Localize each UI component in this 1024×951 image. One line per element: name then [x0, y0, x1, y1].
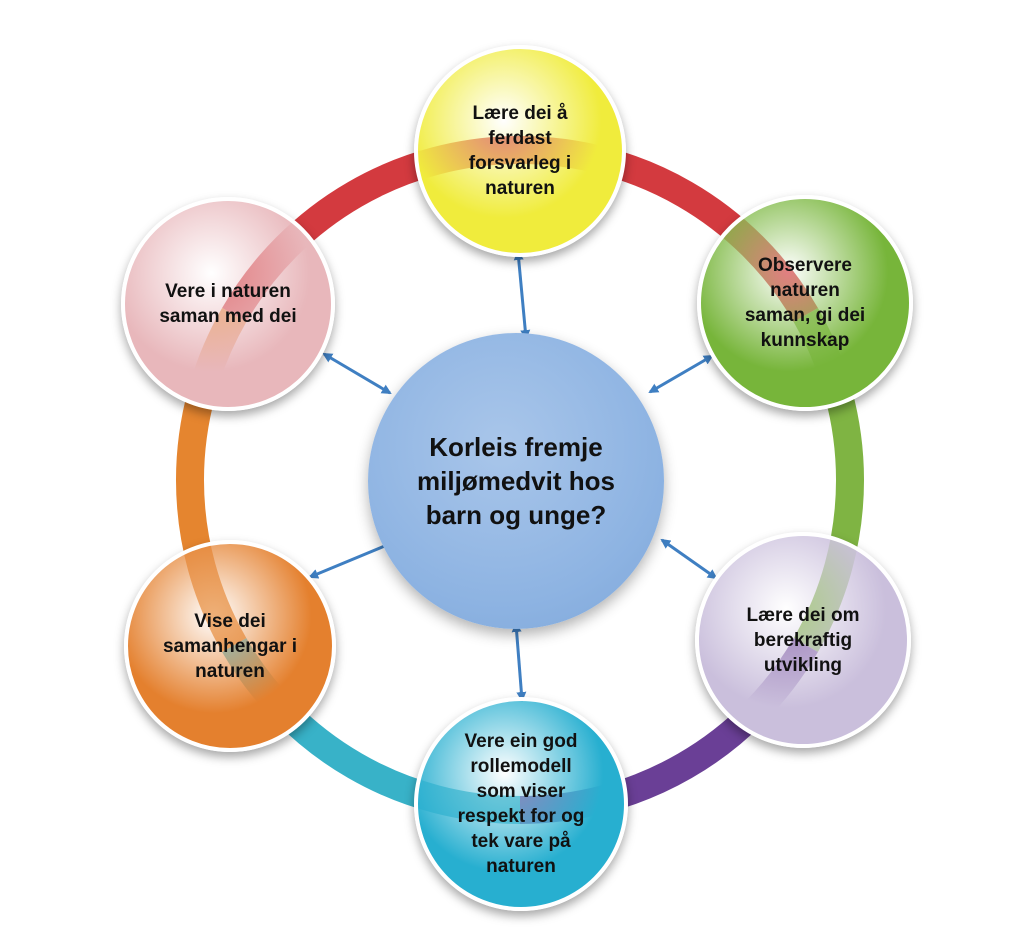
arrow-center-top-left — [322, 352, 392, 395]
node-bottom-left-label: Vise dei samanhengar i naturen — [162, 610, 298, 682]
node-bottom-right-label: Lære dei om berekraftig utvikling — [746, 604, 860, 676]
node-top-right: Observere naturen saman, gi dei kunnskap — [697, 195, 913, 411]
node-top-right-label: Observere naturen saman, gi dei kunnskap — [744, 255, 866, 351]
node-top-left-label: Vere i naturen saman med dei — [159, 281, 297, 327]
center-label: Korleis fremje miljømedvit hos barn og u… — [417, 432, 615, 530]
node-top-left: Vere i naturen saman med dei — [121, 197, 335, 411]
node-bottom-left: Vise dei samanhengar i naturen — [124, 540, 336, 752]
node-top: Lære dei å ferdast forsvarleg i naturen — [414, 45, 626, 257]
node-bottom: Vere ein god rollemodell som viser respe… — [414, 697, 628, 911]
arrow-center-top — [513, 250, 531, 340]
arrow-center-bottom-right — [660, 538, 718, 580]
arrow-center-bottom — [511, 622, 527, 702]
node-bottom-right: Lære dei om berekraftig utvikling — [695, 532, 911, 748]
arrow-center-top-right — [648, 354, 714, 394]
node-top-label: Lære dei å ferdast forsvarleg i naturen — [468, 103, 572, 199]
node-bottom-label: Vere ein god rollemodell som viser respe… — [457, 731, 585, 877]
center-circle: Korleis fremje miljømedvit hos barn og u… — [368, 333, 664, 629]
